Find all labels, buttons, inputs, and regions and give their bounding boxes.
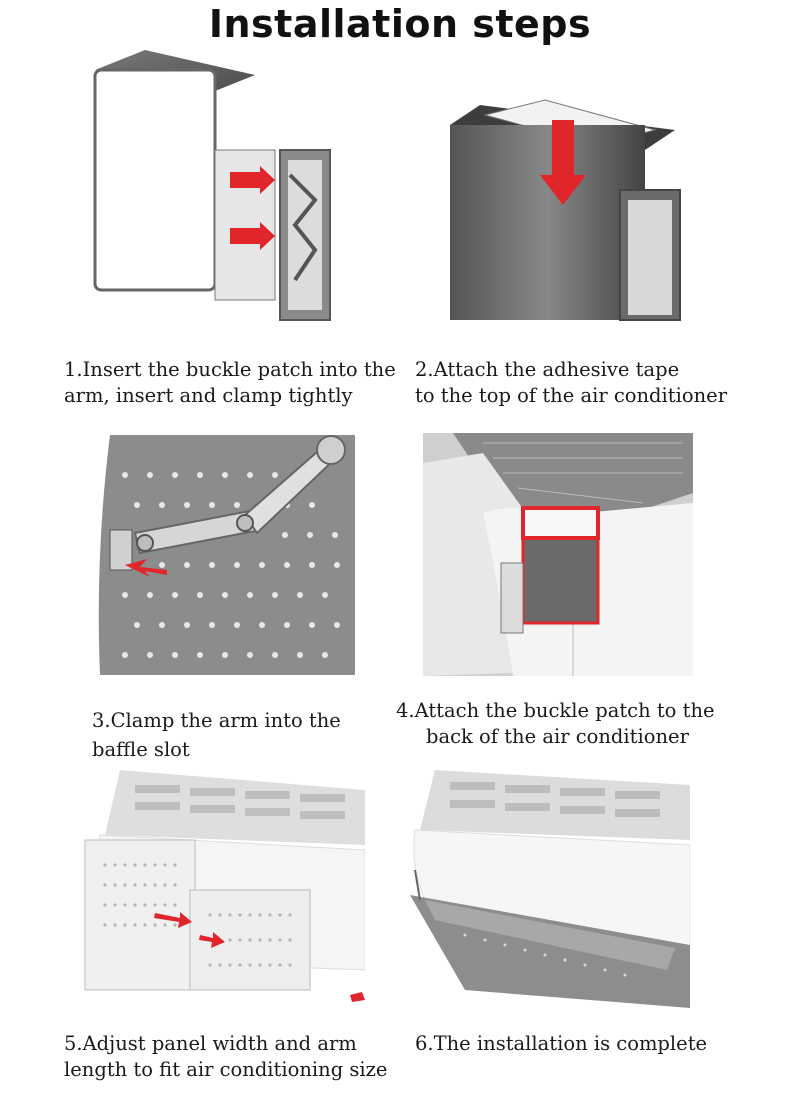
step-4-illustration [423, 433, 693, 676]
step-6-caption: 6.The installation is complete [415, 1031, 707, 1057]
step-5-caption: 5.Adjust panel width and arm length to f… [64, 1031, 387, 1083]
step-5-line-2: length to fit air conditioning size [64, 1058, 388, 1081]
step-3-line-2: baffle slot [92, 738, 190, 761]
step-1-line-2: arm, insert and clamp tightly [64, 384, 353, 407]
step-3-line-1: 3.Clamp the arm into the [92, 709, 341, 732]
step-2-line-1: 2.Attach the adhesive tape [415, 358, 680, 381]
step-4-line-2: back of the air conditioner [426, 725, 689, 748]
step-2-illustration [445, 90, 690, 325]
step-1-line-1: 1.Insert the buckle patch into the [64, 358, 396, 381]
step-1-caption: 1.Insert the buckle patch into the arm, … [64, 357, 396, 409]
step-5-line-1: 5.Adjust panel width and arm [64, 1032, 357, 1055]
step-6-illustration [405, 770, 690, 1008]
step-3-illustration [95, 425, 355, 675]
step-4-line-1: 4.Attach the buckle patch to the [396, 699, 715, 722]
step-5-illustration [80, 770, 365, 1008]
page-title: Installation steps [208, 2, 592, 46]
step-2-line-2: to the top of the air conditioner [415, 384, 728, 407]
step-2-caption: 2.Attach the adhesive tape to the top of… [415, 357, 727, 409]
step-3-caption: 3.Clamp the arm into the baffle slot [92, 706, 341, 764]
step-6-line-1: 6.The installation is complete [415, 1032, 708, 1055]
step-1-illustration [85, 50, 350, 330]
step-4-caption: 4.Attach the buckle patch to the back of… [396, 698, 715, 750]
